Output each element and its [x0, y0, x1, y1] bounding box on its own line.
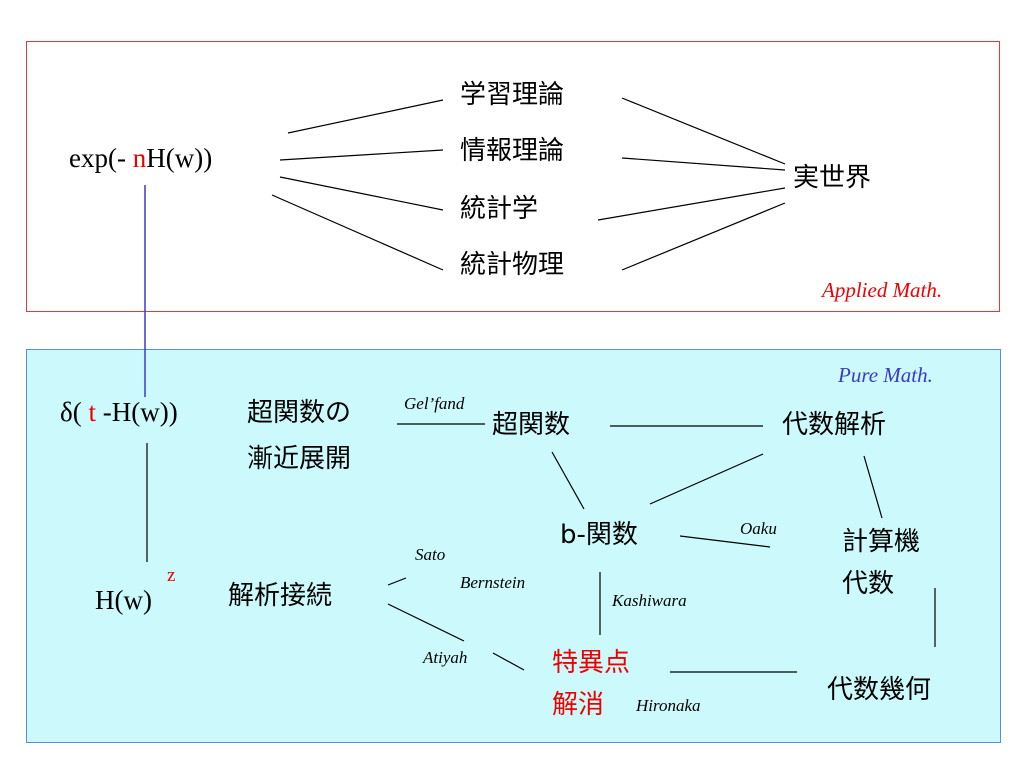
analytic-continuation: 解析接続	[228, 581, 333, 611]
oaku-label: Oaku	[740, 519, 777, 538]
edge-exp-statistics	[279, 176, 444, 211]
delta-formula: δ( t -H(w))	[60, 396, 178, 428]
exp-n: n	[132, 143, 147, 173]
edge-algebraic-analysis-computer-algebra	[863, 455, 883, 519]
resolution-of-singularities-line2: 解消	[552, 690, 605, 720]
real-world: 実世界	[793, 163, 872, 193]
edge-hyperfunction-bfunction	[551, 451, 585, 510]
pure-math-label: Pure Math.	[838, 363, 933, 387]
edge-statistics-realworld	[597, 187, 786, 221]
hw-exponent: z	[167, 565, 176, 586]
edge-analytic-continuation-atiyah	[387, 603, 465, 642]
computer-algebra-line2: 代数	[842, 569, 895, 599]
exp-suffix: H(w))	[146, 143, 213, 173]
hyperfunction: 超関数	[492, 410, 571, 440]
atiyah-label: Atiyah	[423, 648, 468, 667]
edge-learning-realworld	[621, 97, 786, 165]
delta-suffix: -H(w))	[95, 397, 178, 427]
asymptotic-expansion-line1: 超関数の	[247, 398, 352, 428]
edge-atiyah-resolution	[492, 652, 525, 671]
edge-statphys-realworld	[621, 202, 786, 271]
edge-information-realworld	[621, 157, 786, 171]
gelfand-label: Gel’fand	[404, 394, 465, 413]
sato-label: Sato	[415, 545, 446, 564]
algebraic-analysis: 代数解析	[782, 410, 887, 440]
asymptotic-expansion-line2: 漸近展開	[247, 444, 352, 474]
pure-math-region	[26, 349, 1001, 743]
computer-algebra-line1: 計算機	[842, 527, 921, 557]
kashiwara-label: Kashiwara	[612, 591, 687, 610]
edge-algebraic-analysis-bfunction	[649, 453, 764, 505]
algebraic-geometry: 代数幾何	[827, 675, 932, 705]
exp-prefix: exp(-	[69, 143, 133, 173]
edge-exp-statphys	[271, 194, 444, 271]
applied-math-region	[26, 41, 1000, 312]
learning-theory: 学習理論	[460, 80, 565, 110]
statistics: 統計学	[460, 194, 539, 224]
exp-formula: exp(- nH(w))	[69, 142, 212, 174]
edge-exp-information	[279, 149, 444, 161]
b-function: b-関数	[560, 520, 638, 550]
information-theory: 情報理論	[460, 136, 565, 166]
hw-formula: H(w)	[95, 585, 152, 615]
edge-bfunction-computer-algebra	[679, 535, 771, 548]
delta-prefix: δ(	[60, 397, 89, 427]
edge-exp-learning	[287, 99, 444, 134]
delta-t: t	[88, 397, 96, 427]
resolution-of-singularities-line1: 特異点	[552, 648, 631, 678]
statistical-physics: 統計物理	[460, 250, 565, 280]
edge-analytic-continuation-sato	[387, 577, 407, 586]
hironaka-label: Hironaka	[636, 696, 701, 715]
bernstein-label: Bernstein	[460, 573, 526, 592]
applied-math-label: Applied Math.	[822, 278, 943, 302]
